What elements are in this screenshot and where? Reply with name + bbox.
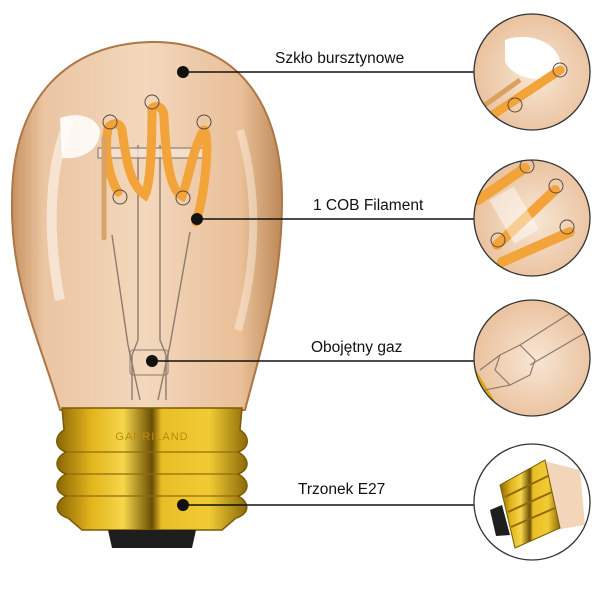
dot-base bbox=[177, 499, 189, 511]
dot-filament bbox=[191, 213, 203, 225]
zoom-circle-gas bbox=[473, 299, 591, 417]
brand-mark: GANRILAND bbox=[115, 431, 188, 443]
zoom-circle-base bbox=[473, 443, 591, 561]
callout-label-filament: 1 COB Filament bbox=[313, 197, 424, 214]
callout-label-base: Trzonek E27 bbox=[298, 481, 386, 498]
callout-label-gas: Obojętny gaz bbox=[311, 339, 403, 356]
callout-label-glass: Szkło bursztynowe bbox=[275, 50, 405, 67]
dot-gas bbox=[146, 355, 158, 367]
zoom-circle-glass bbox=[473, 13, 591, 131]
dot-glass bbox=[177, 66, 189, 78]
callout-dots bbox=[146, 66, 203, 511]
zoom-circle-filament bbox=[473, 159, 591, 277]
e27-base: GANRILAND bbox=[56, 407, 248, 548]
filament-hooks bbox=[102, 94, 212, 206]
leader-lines bbox=[152, 71, 474, 506]
